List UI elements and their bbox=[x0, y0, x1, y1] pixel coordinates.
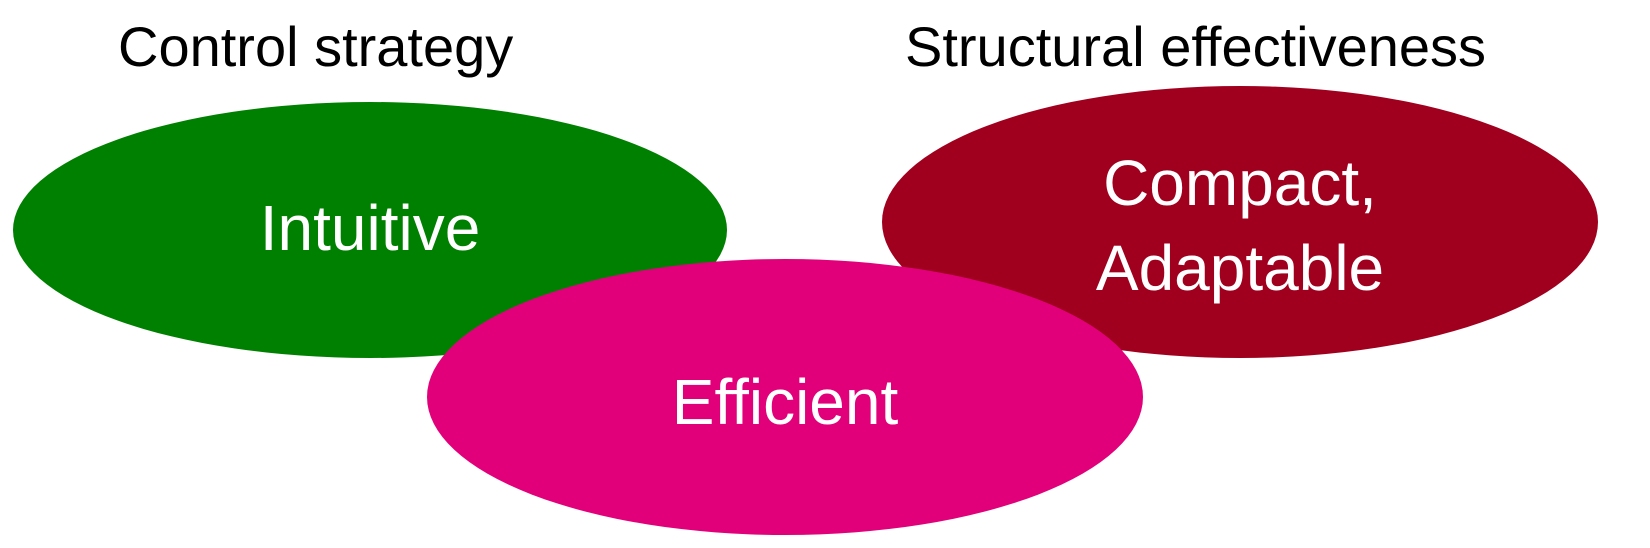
adaptable-label: Adaptable bbox=[1096, 232, 1384, 304]
compact-label: Compact, bbox=[1103, 147, 1377, 219]
efficient-ellipse bbox=[427, 259, 1143, 535]
intuitive-label: Intuitive bbox=[260, 192, 481, 264]
efficient-ellipse-group: Efficient bbox=[427, 259, 1143, 535]
compact-adaptable-ellipse-group: Compact, Adaptable bbox=[882, 86, 1598, 358]
compact-adaptable-ellipse bbox=[882, 86, 1598, 358]
efficient-label: Efficient bbox=[672, 366, 899, 438]
structural-effectiveness-heading: Structural effectiveness bbox=[905, 15, 1486, 78]
control-strategy-heading: Control strategy bbox=[118, 15, 513, 78]
